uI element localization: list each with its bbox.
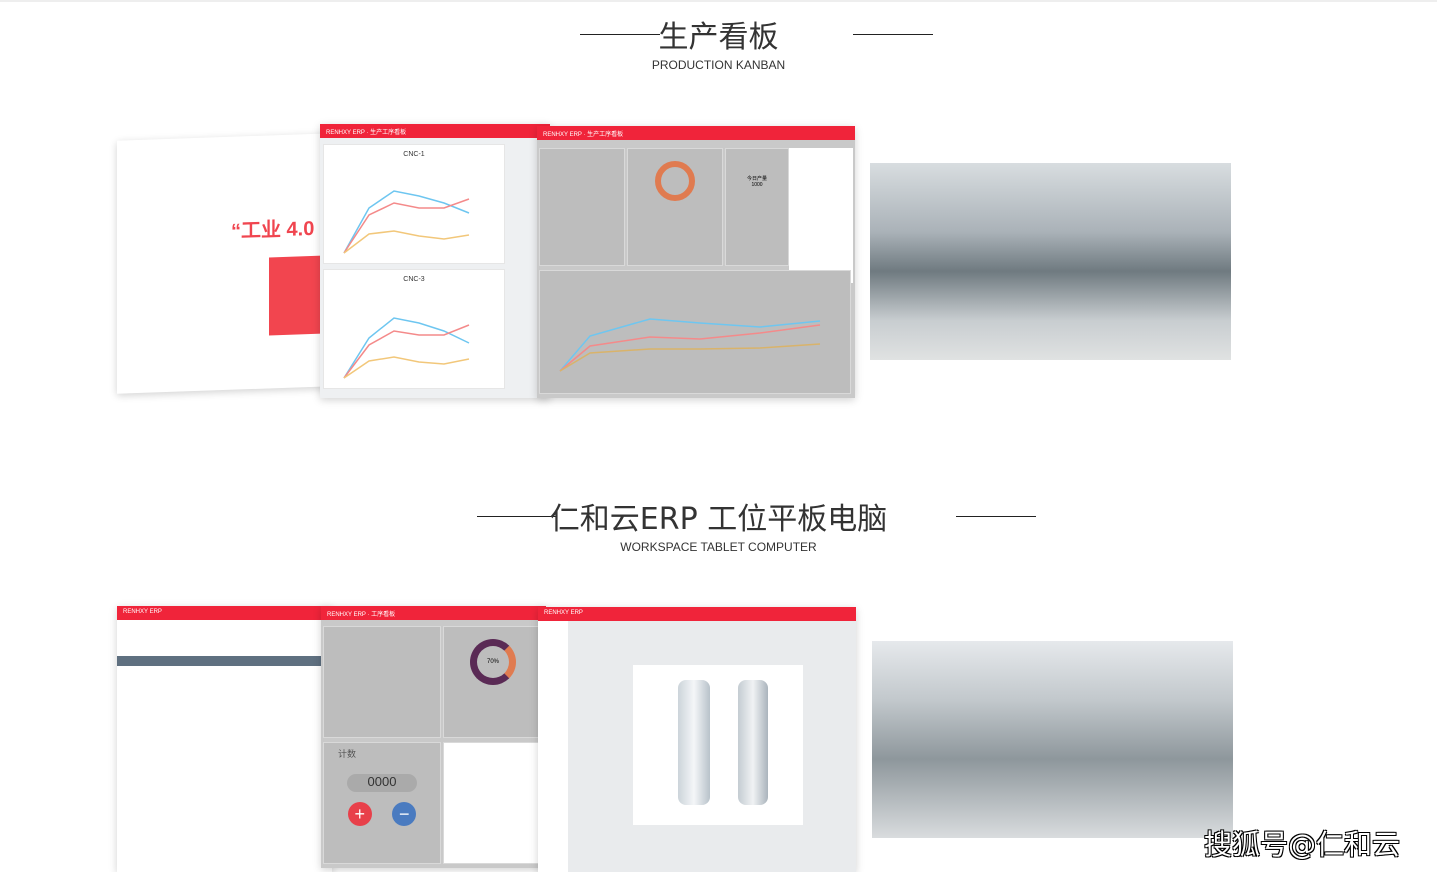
popup-panel (789, 148, 853, 283)
slogan: “工业 4.0 (231, 217, 315, 243)
app-header: RENHXY ERP (117, 606, 332, 620)
brand: RENHXY ERP (543, 132, 582, 138)
watermark: 搜狐号@仁和云 (1204, 828, 1401, 861)
section-title: 生产看板 (658, 20, 779, 55)
title-rule-right (853, 34, 933, 35)
app-header: RENHXY ERP · 生产工序看板 (320, 124, 550, 138)
brand: RENHXY ERP (544, 610, 583, 616)
chart-panel: CNC-1 (323, 144, 505, 264)
donut-chart (655, 161, 695, 201)
donut-panel (627, 148, 723, 266)
increment-button[interactable]: + (347, 802, 372, 826)
chart-title: CNC-1 (403, 151, 425, 158)
section-subtitle: PRODUCTION KANBAN (651, 58, 786, 72)
tablet-counter-screenshot: RENHXY ERP · 工序看板 70% 计数 0000 + − (321, 606, 546, 868)
factory-photo-2 (872, 641, 1233, 838)
product-bottle (678, 680, 710, 805)
donut-value: 1000 (751, 182, 763, 188)
counter-panel: 计数 0000 + − (323, 742, 441, 864)
brand: RENHXY ERP (326, 130, 365, 136)
page-name: 工序看板 (371, 612, 396, 618)
counter-value: 0000 (347, 774, 417, 792)
line-chart (343, 190, 470, 254)
page-name: 生产工序看板 (587, 132, 624, 138)
product-image (633, 665, 803, 825)
chart-panel: CNC-3 (323, 269, 505, 389)
info-panel (539, 148, 625, 266)
title-rule-left (477, 516, 557, 517)
page-name: 生产工序看板 (370, 130, 407, 136)
donut-label: 今日产量 (746, 176, 767, 182)
section-subtitle: WORKSPACE TABLET COMPUTER (620, 540, 817, 554)
line-chart (559, 318, 821, 372)
factory-photo-1 (870, 163, 1231, 360)
decrement-button[interactable]: − (392, 802, 417, 826)
title-rule-right (956, 516, 1036, 517)
chart-title: CNC-3 (403, 276, 425, 283)
info-panel (323, 626, 441, 738)
section-workspace-tablet: 仁和云ERP 工位平板电脑 WORKSPACE TABLET COMPUTER (0, 494, 1437, 554)
section-title: 仁和云ERP 工位平板电脑 (549, 502, 888, 537)
chart-panel (443, 742, 543, 864)
line-chart (343, 317, 470, 379)
app-header: RENHXY ERP · 生产工序看板 (537, 126, 855, 140)
brand: RENHXY ERP (123, 609, 162, 615)
sidebar (538, 621, 568, 872)
ring-panel: 70% (443, 626, 543, 738)
ring-chart: 70% (470, 639, 516, 685)
brand: RENHXY ERP (327, 612, 366, 618)
tablet-product-screenshot: RENHXY ERP (538, 607, 856, 872)
app-header: RENHXY ERP (538, 607, 856, 621)
app-header: RENHXY ERP · 工序看板 (321, 606, 546, 620)
product-bottle (738, 680, 768, 805)
tablet-list-screenshot: RENHXY ERP (117, 606, 332, 872)
selected-row[interactable] (117, 656, 332, 666)
login-screenshot: “工业 4.0 (117, 133, 332, 394)
title-rule-left (580, 34, 660, 35)
counter-label: 计数 (338, 749, 357, 759)
top-divider (0, 0, 1437, 2)
section-production-kanban: 生产看板 PRODUCTION KANBAN (0, 12, 1437, 72)
kanban-chart-screenshot: RENHXY ERP · 生产工序看板 CNC-1 CNC-3 (320, 124, 550, 398)
trend-chart-panel (539, 270, 851, 394)
